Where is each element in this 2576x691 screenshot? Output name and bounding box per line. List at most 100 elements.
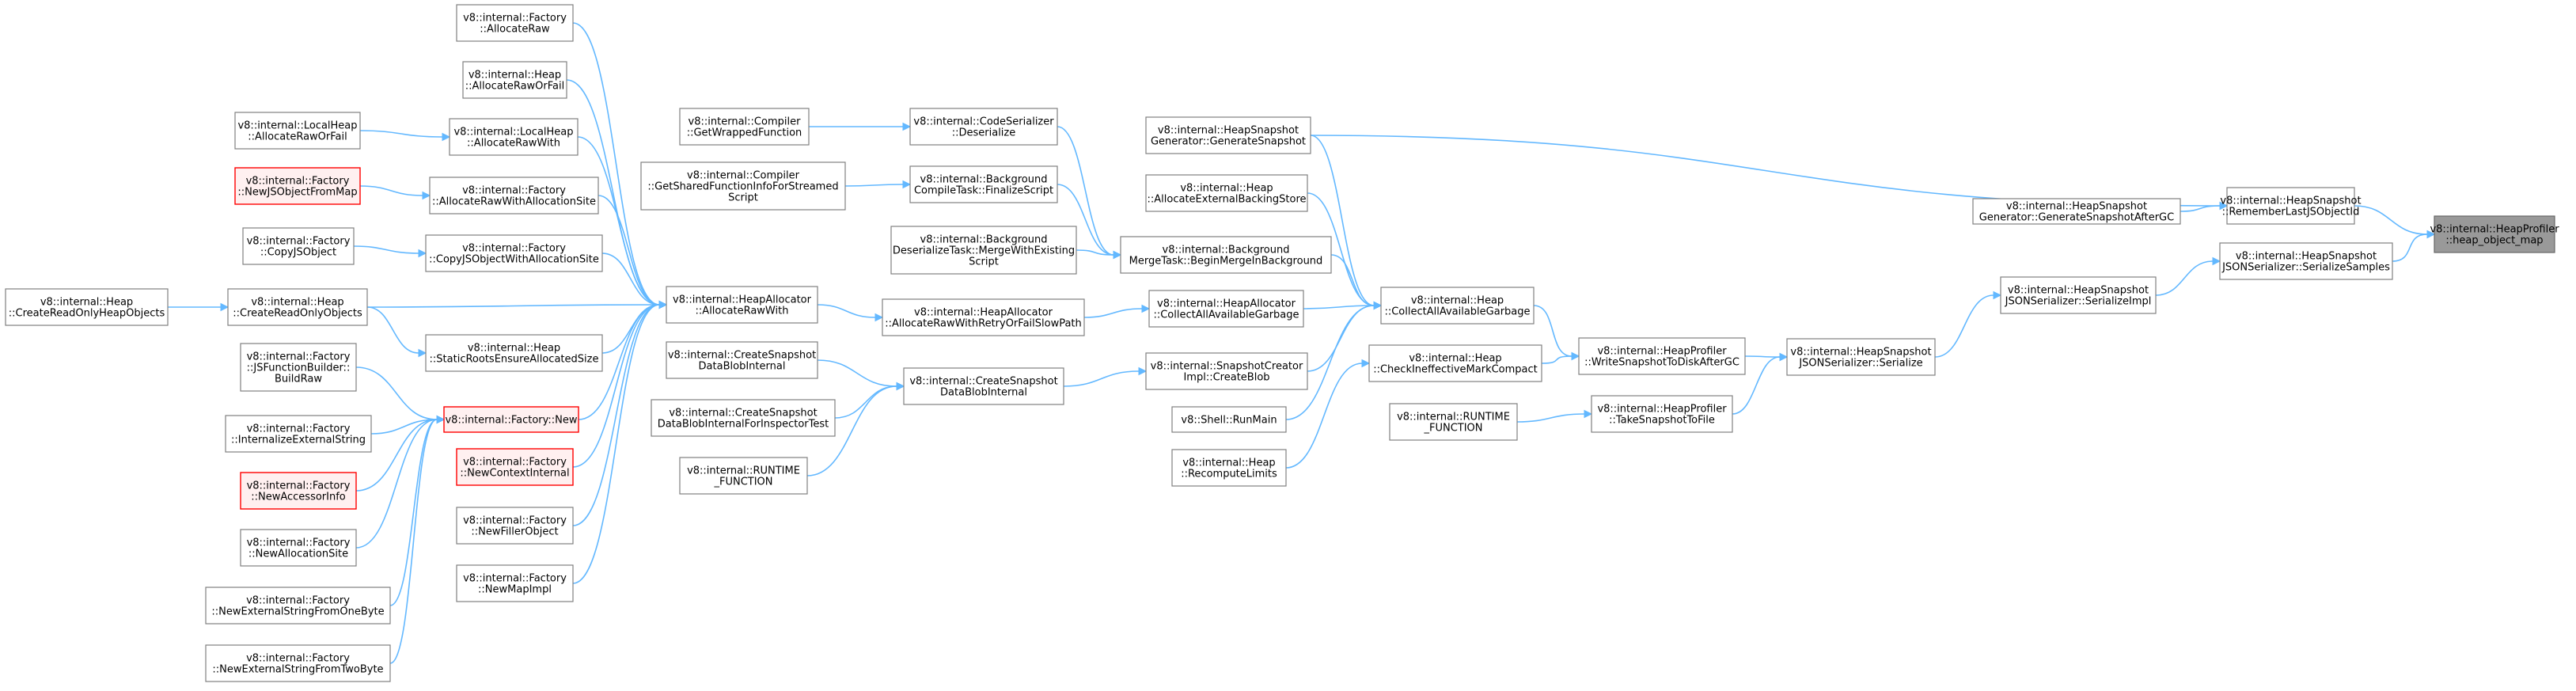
node-label-line: ::AllocateRawWith [696, 306, 789, 317]
edge-factory-newctx-to-alloc-raw-with [572, 300, 668, 468]
graph-node-heap-create-ro-heap[interactable]: v8::internal::Heap::CreateReadOnlyHeapOb… [5, 288, 169, 326]
graph-node-deser-merge[interactable]: v8::internal::BackgroundDeserializeTask:… [890, 226, 1077, 275]
graph-node-take-snapshot[interactable]: v8::internal::HeapProfiler::TakeSnapshot… [1591, 395, 1733, 433]
graph-node-alloc-retry[interactable]: v8::internal::HeapAllocator::AllocateRaw… [882, 298, 1085, 336]
edge-line [572, 304, 660, 526]
graph-node-csdbi-left[interactable]: v8::internal::CreateSnapshotDataBlobInte… [666, 341, 818, 379]
edge-line [1744, 355, 1781, 358]
node-box [234, 112, 361, 150]
node-label-line: v8::internal::Heap [469, 70, 561, 82]
node-label-line: v8::internal::RUNTIME [1397, 412, 1510, 423]
edge-line [601, 304, 660, 354]
graph-node-heap-create-ro[interactable]: v8::internal::Heap::CreateReadOnlyObject… [227, 288, 368, 326]
graph-node-factory-accessor[interactable]: v8::internal::Factory::NewAccessorInfo [240, 472, 357, 510]
graph-node-gen-after-gc[interactable]: v8::internal::HeapSnapshotGenerator::Gen… [1972, 198, 2181, 225]
edge-line [2180, 205, 2221, 212]
edge-shell-runmain-to-heap-cag [1285, 301, 1383, 420]
graph-node-get-wrapped[interactable]: v8::internal::Compiler::GetWrappedFuncti… [679, 108, 810, 146]
graph-node-factory-copyjs-site[interactable]: v8::internal::Factory::CopyJSObjectWithA… [425, 234, 603, 272]
graph-node-create-blob-internal[interactable]: v8::internal::CreateSnapshotDataBlobInte… [903, 367, 1064, 405]
edge-line [1076, 249, 1114, 256]
graph-node-recompute-limits[interactable]: v8::internal::Heap::RecomputeLimits [1171, 449, 1287, 487]
graph-node-localheap-with[interactable]: v8::internal::LocalHeap::AllocateRawWith [449, 118, 579, 156]
node-label-line: JSONSerializer::SerializeImpl [2005, 296, 2152, 308]
edge-line [572, 304, 660, 468]
graph-node-factory-newctx[interactable]: v8::internal::Factory::NewContextInterna… [456, 448, 574, 486]
graph-node-factory-mapimpl[interactable]: v8::internal::Factory::NewMapImpl [456, 564, 574, 602]
edge-line [572, 304, 660, 584]
node-label-line: v8::internal::LocalHeap [453, 127, 573, 139]
node-label-line: ::TakeSnapshotToFile [1609, 415, 1715, 427]
edge-line [1934, 294, 1994, 358]
node-label-line: v8::internal::Factory [462, 243, 566, 255]
node-label-line: BuildRaw [275, 374, 322, 385]
graph-node-serialize-impl[interactable]: v8::internal::HeapSnapshotJSONSerializer… [2000, 276, 2157, 314]
node-label-line: v8::internal::CodeSerializer [913, 116, 1054, 128]
graph-node-factory-ext-onebyte[interactable]: v8::internal::Factory::NewExternalString… [205, 587, 391, 625]
graph-node-heap-cag[interactable]: v8::internal::Heap::CollectAllAvailableG… [1380, 287, 1535, 325]
graph-node-remember[interactable]: v8::internal::HeapSnapshot::RememberLast… [2220, 187, 2362, 225]
edge-line [577, 136, 660, 306]
node-label-line: _FUNCTION [713, 476, 772, 488]
graph-node-ha-cag[interactable]: v8::internal::HeapAllocator::CollectAllA… [1148, 290, 1304, 328]
graph-node-shell-runmain[interactable]: v8::Shell::RunMain [1171, 406, 1287, 433]
node-label-line: ::NewExternalStringFromTwoByte [212, 664, 383, 676]
node-box [234, 167, 361, 205]
node-label-line: v8::internal::Factory [247, 423, 351, 435]
edge-factory-intern-ext-to-factory-new [370, 415, 446, 435]
graph-node-alloc-raw-with[interactable]: v8::internal::HeapAllocator::AllocateRaw… [666, 286, 818, 324]
node-label-line: Impl::CreateBlob [1183, 372, 1269, 384]
node-label-line: ::NewMapImpl [478, 584, 552, 596]
graph-node-alloc-ext-backing[interactable]: v8::internal::Heap::AllocateExternalBack… [1145, 174, 1308, 212]
node-label-line: MergeTask::BeginMergeInBackground [1129, 256, 1323, 268]
node-box [5, 288, 169, 326]
graph-node-localheap-fail[interactable]: v8::internal::LocalHeap::AllocateRawOrFa… [234, 112, 361, 150]
graph-node-runtime-fn-left[interactable]: v8::internal::RUNTIME_FUNCTION [679, 457, 808, 495]
node-label-line: Generator::GenerateSnapshot [1151, 136, 1306, 148]
edge-arrowhead [418, 348, 427, 358]
node-box [651, 399, 836, 437]
graph-node-factory-allocraw[interactable]: v8::internal::Factory::AllocateRaw [456, 4, 574, 42]
graph-node-code-deser[interactable]: v8::internal::CodeSerializer::Deserializ… [909, 108, 1058, 146]
graph-node-serialize-samples[interactable]: v8::internal::HeapSnapshotJSONSerializer… [2219, 242, 2393, 280]
edge-arrowhead [418, 249, 427, 258]
node-box [456, 507, 574, 545]
graph-node-factory-newjs-map[interactable]: v8::internal::Factory::NewJSObjectFromMa… [234, 167, 361, 205]
graph-node-factory-intern-ext[interactable]: v8::internal::Factory::InternalizeExtern… [225, 415, 372, 453]
graph-node-factory-copyjs[interactable]: v8::internal::Factory::CopyJSObject [242, 227, 355, 265]
graph-node-csdbi-inspector[interactable]: v8::internal::CreateSnapshotDataBlobInte… [651, 399, 836, 437]
graph-node-write-snapshot[interactable]: v8::internal::HeapProfiler::WriteSnapsho… [1578, 337, 1746, 375]
edge-arrowhead [902, 122, 912, 131]
graph-node-factory-new[interactable]: v8::internal::Factory::New [443, 406, 579, 433]
graph-node-get-shared-streamed[interactable]: v8::internal::Compiler::GetSharedFunctio… [640, 161, 846, 211]
edge-line [834, 385, 897, 419]
graph-node-json-serialize[interactable]: v8::internal::HeapSnapshotJSONSerializer… [1786, 338, 1936, 376]
graph-node-merge-task[interactable]: v8::internal::BackgroundMergeTask::Begin… [1120, 236, 1332, 274]
graph-node-check-ineffective[interactable]: v8::internal::Heap::CheckIneffectiveMark… [1368, 344, 1542, 382]
graph-node-heap-allocrawfail[interactable]: v8::internal::Heap::AllocateRawOrFail [462, 61, 567, 99]
edge-remember-to-root [2354, 205, 2436, 239]
graph-node-factory-allocsite-new[interactable]: v8::internal::Factory::NewAllocationSite [240, 529, 357, 567]
graph-node-static-roots[interactable]: v8::internal::Heap::StaticRootsEnsureAll… [425, 334, 603, 372]
node-box [449, 118, 579, 156]
edge-line [353, 245, 419, 254]
edge-arrowhead [902, 180, 912, 189]
graph-node-factory-allocsite[interactable]: v8::internal::Factory::AllocateRawWithAl… [429, 177, 599, 215]
edge-create-blob-internal-to-creator-blob [1063, 366, 1148, 387]
node-box [890, 226, 1077, 275]
graph-node-runtime-fn-right[interactable]: v8::internal::RUNTIME_FUNCTION [1389, 403, 1518, 441]
edge-line [355, 419, 438, 549]
node-box [425, 334, 603, 372]
node-label-line: ::NewExternalStringFromOneByte [211, 606, 384, 618]
graph-node-creator-blob[interactable]: v8::internal::SnapshotCreatorImpl::Creat… [1145, 352, 1308, 390]
edge-arrowhead [1571, 351, 1580, 361]
graph-node-jsfb-buildraw[interactable]: v8::internal::Factory::JSFunctionBuilder… [240, 343, 357, 392]
graph-node-factory-ext-twobyte[interactable]: v8::internal::Factory::NewExternalString… [205, 644, 391, 682]
edge-get-shared-streamed-to-compile-finalize [844, 180, 912, 189]
graph-node-compile-finalize[interactable]: v8::internal::BackgroundCompileTask::Fin… [909, 165, 1058, 203]
graph-node-factory-filler[interactable]: v8::internal::Factory::NewFillerObject [456, 507, 574, 545]
edge-factory-mapimpl-to-alloc-raw-with [572, 300, 668, 584]
node-box [679, 457, 808, 495]
edge-line [355, 419, 438, 492]
graph-node-gen-snapshot[interactable]: v8::internal::HeapSnapshotGenerator::Gen… [1145, 116, 1311, 154]
